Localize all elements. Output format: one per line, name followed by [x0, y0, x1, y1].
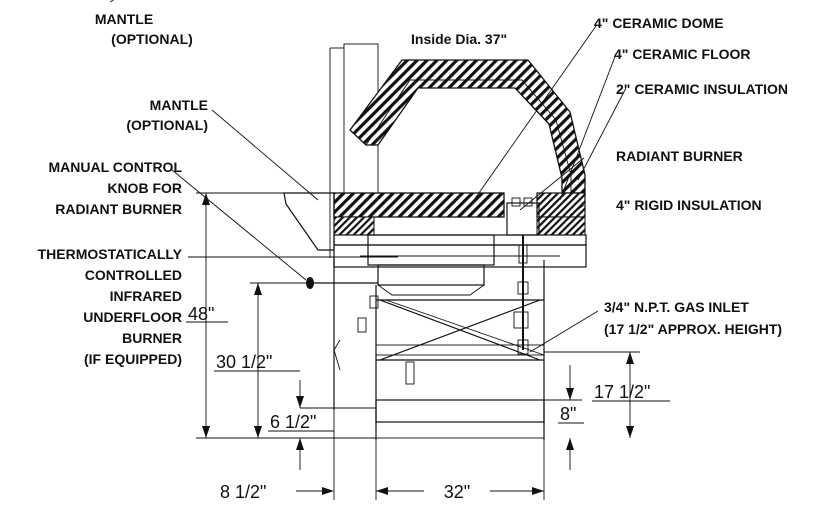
ceramic-dome [349, 59, 586, 194]
dim-30-5: 30 1/2" [216, 352, 272, 372]
stand-frame [333, 258, 545, 440]
dimension-lines [186, 192, 670, 500]
label-manual-3: RADIANT BURNER [55, 201, 182, 217]
label-thermo-2: CONTROLLED [85, 267, 182, 283]
label-manual-1: MANUAL CONTROL [48, 159, 182, 175]
leader-lines [109, 0, 627, 353]
label-manual-2: KNOB FOR [107, 180, 182, 196]
label-gas-inlet-1: 3/4" N.P.T. GAS INLET [604, 299, 749, 315]
label-rigid-insulation: 4" RIGID INSULATION [616, 197, 762, 213]
label-mantle-2: (OPTIONAL) [126, 117, 208, 133]
oven-drawing [283, 43, 587, 440]
label-thermo-6: (IF EQUIPPED) [84, 351, 182, 367]
label-thermo-5: BURNER [122, 330, 182, 346]
label-mantle-top-1: MANTLE [95, 11, 153, 27]
dim-48: 48" [188, 304, 214, 324]
ceramic-floor [333, 192, 505, 218]
label-mantle-1: MANTLE [150, 97, 208, 113]
dim-17-5: 17 1/2" [594, 382, 650, 402]
label-ceramic-dome: 4" CERAMIC DOME [594, 15, 724, 31]
label-radiant-burner: RADIANT BURNER [616, 148, 743, 164]
label-mantle-top-2: (OPTIONAL) [111, 31, 193, 47]
dim-32: 32" [444, 482, 470, 502]
label-thermo-3: INFRARED [110, 288, 182, 304]
dim-8: 8" [560, 404, 576, 424]
label-gas-inlet-2: (17 1/2" APPROX. HEIGHT) [604, 321, 782, 337]
burner-knob [306, 277, 314, 289]
label-ceramic-floor: 4" CERAMIC FLOOR [614, 46, 751, 62]
label-thermo-1: THERMOSTATICALLY [38, 246, 183, 262]
label-ceramic-insulation: 2" CERAMIC INSULATION [616, 81, 788, 97]
dim-8-5: 8 1/2" [220, 482, 266, 502]
mantle-shelf [283, 192, 335, 251]
underfloor-burner [367, 234, 495, 266]
dim-6-5: 6 1/2" [270, 412, 316, 432]
label-inside-dia: Inside Dia. 37" [411, 31, 507, 47]
label-thermo-4: UNDERFLOOR [83, 309, 182, 325]
labels: Inside Dia. 37" MANTLE (OPTIONAL) MANTLE… [38, 11, 788, 502]
floor-left-block [333, 216, 375, 236]
